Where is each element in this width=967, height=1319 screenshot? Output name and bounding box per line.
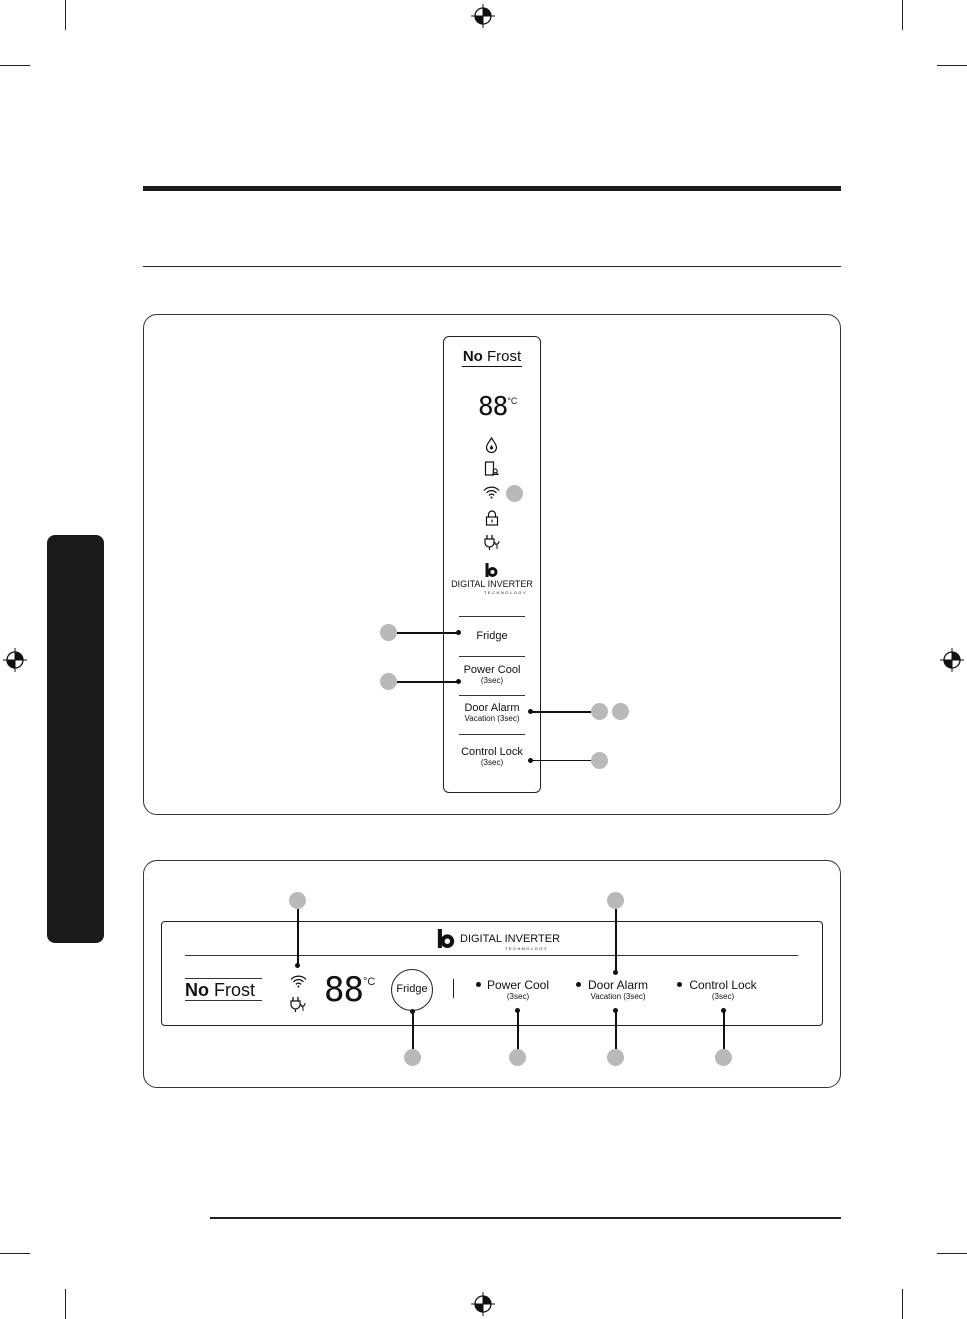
callout-marker bbox=[607, 892, 624, 909]
control-lock-button-sub: (3sec) bbox=[480, 758, 504, 767]
leader-line bbox=[530, 760, 592, 761]
control-lock-button-label: Control Lock bbox=[461, 746, 523, 758]
leader-line bbox=[615, 1010, 617, 1049]
digital-inverter-title: DIGITAL INVERTER bbox=[460, 933, 561, 945]
digital-inverter-logo-icon bbox=[485, 563, 498, 577]
panel-separator bbox=[185, 955, 798, 956]
leader-line bbox=[530, 711, 592, 713]
no-frost-logo: No Frost bbox=[461, 348, 523, 367]
chapter-side-tab bbox=[47, 535, 104, 943]
door-alarm-button-label: Door Alarm bbox=[464, 702, 520, 714]
callout-marker bbox=[289, 892, 306, 909]
power-cool-button[interactable]: Power Cool (3sec) bbox=[451, 662, 533, 692]
section-heading-rule bbox=[143, 186, 841, 191]
panel-separator bbox=[459, 656, 525, 657]
control-lock-button-label: Control Lock bbox=[689, 978, 757, 992]
power-cool-button-sub: (3sec) bbox=[506, 992, 530, 1001]
door-alarm-button[interactable]: Door Alarm Vacation (3sec) bbox=[583, 978, 653, 1004]
leader-dot bbox=[613, 970, 618, 975]
registration-mark-icon bbox=[471, 1292, 495, 1316]
callout-marker bbox=[404, 1049, 421, 1066]
wifi-icon bbox=[290, 975, 307, 988]
wifi-icon bbox=[483, 486, 500, 499]
callout-marker bbox=[607, 1049, 624, 1066]
callout-marker bbox=[591, 752, 608, 769]
water-drop-icon bbox=[485, 437, 498, 453]
callout-marker bbox=[380, 624, 397, 641]
button-indicator-dot bbox=[476, 982, 481, 987]
crop-mark bbox=[902, 1289, 903, 1319]
plug-icon bbox=[484, 535, 500, 550]
control-lock-button-sub: (3sec) bbox=[711, 992, 735, 1001]
leader-line bbox=[412, 1011, 414, 1049]
door-alarm-button[interactable]: Door Alarm Vacation (3sec) bbox=[451, 700, 533, 730]
callout-marker bbox=[380, 673, 397, 690]
leader-line bbox=[615, 909, 617, 972]
fridge-button[interactable]: Fridge bbox=[451, 626, 533, 650]
digital-inverter-subtitle: TECHNOLOGY bbox=[483, 590, 527, 595]
fridge-button-label: Fridge bbox=[476, 630, 508, 642]
no-frost-underline bbox=[185, 1000, 262, 1001]
leader-dot bbox=[456, 679, 461, 684]
callout-marker bbox=[506, 485, 523, 502]
horizontal-control-panel bbox=[161, 921, 823, 1026]
door-alarm-icon bbox=[484, 461, 499, 476]
leader-line bbox=[297, 909, 299, 965]
door-alarm-button-sub: Vacation (3sec) bbox=[590, 992, 646, 1001]
digital-inverter-logo-icon bbox=[437, 929, 455, 948]
button-indicator-dot bbox=[576, 982, 581, 987]
panel-separator bbox=[459, 734, 525, 735]
power-cool-button-sub: (3sec) bbox=[480, 676, 504, 685]
door-alarm-button-label: Door Alarm bbox=[587, 978, 649, 992]
digital-inverter-subtitle: TECHNOLOGY bbox=[504, 946, 548, 951]
crop-mark bbox=[937, 65, 967, 66]
callout-marker bbox=[509, 1049, 526, 1066]
panel-separator bbox=[459, 695, 525, 696]
power-cool-button[interactable]: Power Cool (3sec) bbox=[484, 978, 552, 1004]
leader-line bbox=[517, 1010, 519, 1049]
control-lock-button[interactable]: Control Lock (3sec) bbox=[451, 744, 533, 774]
leader-line bbox=[397, 681, 458, 683]
crop-mark bbox=[0, 1253, 30, 1254]
leader-dot bbox=[295, 963, 300, 968]
crop-mark bbox=[65, 1289, 66, 1319]
power-cool-button-label: Power Cool bbox=[463, 664, 521, 676]
crop-mark bbox=[937, 1253, 967, 1254]
temperature-display: 88°C bbox=[324, 970, 376, 1010]
registration-mark-icon bbox=[3, 648, 27, 672]
footer-rule bbox=[210, 1217, 841, 1219]
fridge-button[interactable]: Fridge bbox=[391, 969, 433, 1011]
registration-mark-icon bbox=[940, 648, 964, 672]
lock-icon bbox=[485, 510, 499, 526]
no-frost-logo: No Frost bbox=[185, 980, 256, 1000]
callout-marker bbox=[591, 703, 608, 720]
crop-mark bbox=[902, 0, 903, 30]
door-alarm-button-sub: Vacation (3sec) bbox=[464, 714, 520, 723]
registration-mark-icon bbox=[471, 4, 495, 28]
digital-inverter-title: DIGITAL INVERTER bbox=[451, 579, 533, 589]
section-divider bbox=[143, 266, 841, 267]
crop-mark bbox=[65, 0, 66, 30]
leader-line bbox=[397, 632, 458, 634]
leader-line bbox=[723, 1010, 725, 1049]
button-indicator-dot bbox=[677, 982, 682, 987]
vertical-control-panel bbox=[443, 336, 541, 793]
temperature-display: 88°C bbox=[478, 392, 518, 422]
panel-separator bbox=[459, 616, 525, 617]
power-cool-button-label: Power Cool bbox=[486, 978, 550, 992]
callout-marker bbox=[612, 703, 629, 720]
plug-icon bbox=[290, 997, 306, 1012]
control-lock-button[interactable]: Control Lock (3sec) bbox=[684, 978, 762, 1004]
crop-mark bbox=[0, 65, 30, 66]
panel-divider bbox=[453, 979, 454, 998]
leader-dot bbox=[456, 630, 461, 635]
no-frost-underline bbox=[185, 978, 262, 979]
callout-marker bbox=[715, 1049, 732, 1066]
fridge-button-label: Fridge bbox=[396, 983, 428, 995]
